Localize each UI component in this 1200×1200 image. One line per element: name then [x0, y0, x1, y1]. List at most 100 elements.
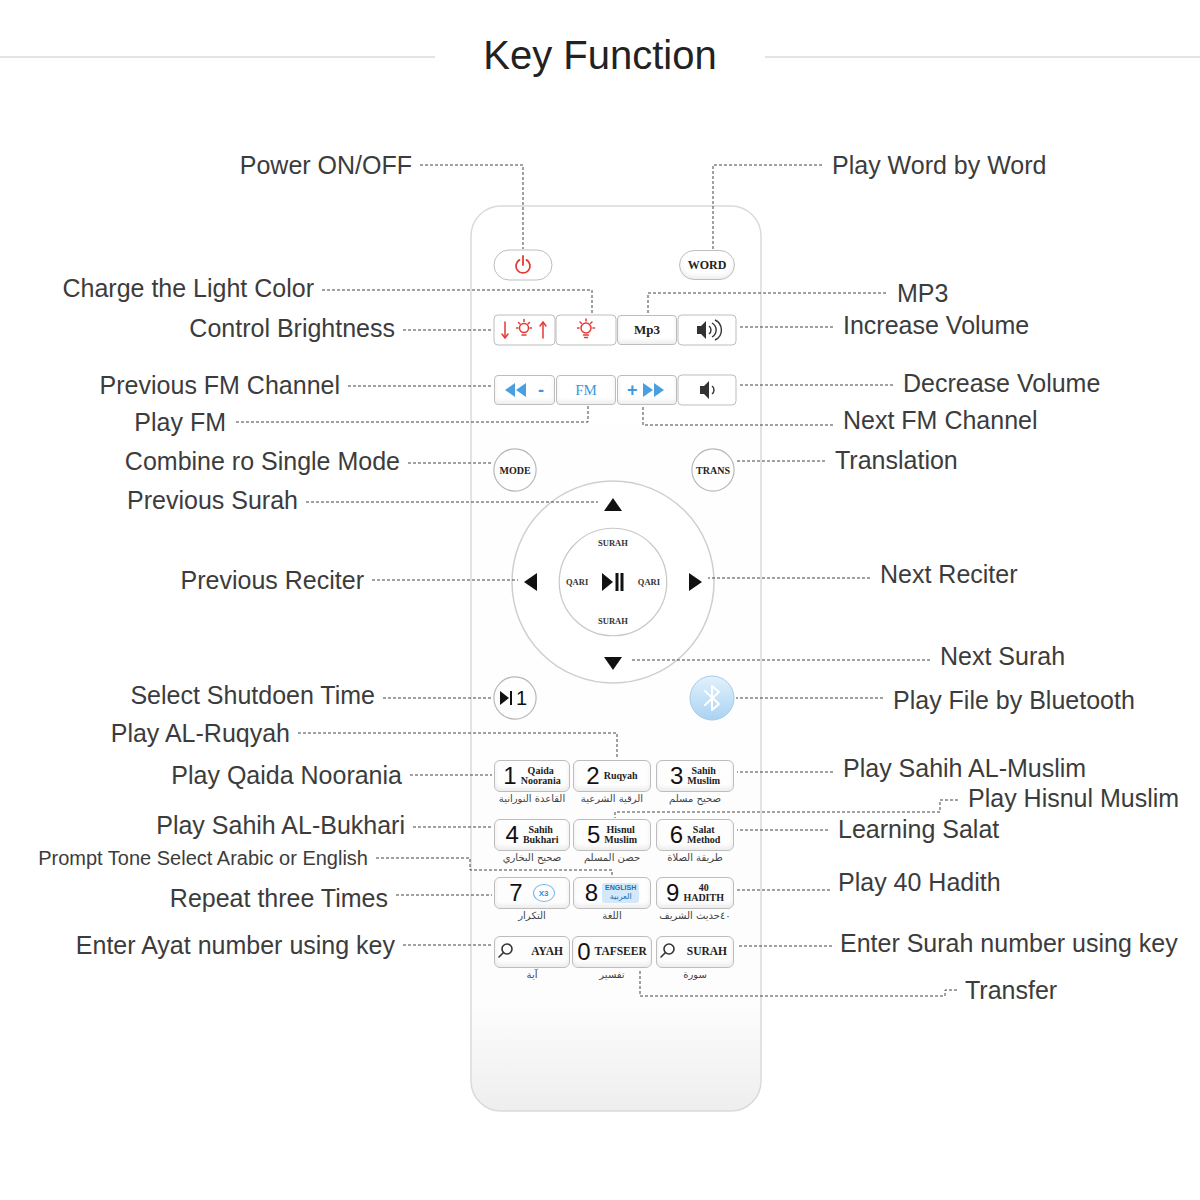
title-rule — [0, 57, 435, 58]
key-number: 8 — [585, 881, 598, 905]
dpad-label: SURAH — [598, 539, 628, 548]
arabic-caption: سورة — [683, 969, 707, 981]
remote-button: 0TAFSEERتفسير — [572, 936, 652, 968]
callout-label: Previous Surah — [127, 485, 298, 515]
remote-button: 5Hisnul Muslimحصن المسلم — [573, 819, 651, 851]
callout-label: Charge the Light Color — [62, 273, 314, 303]
volume-down-button — [678, 375, 736, 405]
button-label: - — [538, 381, 544, 399]
button-label: MODE — [499, 465, 530, 476]
arabic-caption: حصن المسلم — [584, 852, 640, 864]
arabic-caption: القاعدة النورانية — [499, 793, 565, 805]
language-badge: ENGLISHالعربية — [602, 883, 639, 902]
button-face: 3Sahih Muslim — [670, 764, 720, 788]
key-label: Sahih Muslim — [687, 766, 720, 787]
button-label: TRANS — [696, 465, 730, 476]
remote-button: + — [617, 375, 677, 405]
arabic-caption: تفسير — [599, 969, 624, 981]
dpad-label: QARI — [638, 578, 660, 587]
callout-label: Control Brightness — [189, 313, 395, 343]
key-number: 0 — [577, 940, 590, 964]
remote-button: 8ENGLISHالعربيةاللغة — [573, 877, 651, 909]
key-label: SURAH — [687, 946, 727, 958]
title-rule — [765, 57, 1200, 58]
callout-label: Select Shutdoen Time — [130, 680, 375, 710]
arabic-caption: صحيح مسلم — [669, 793, 721, 805]
key-number: 9 — [666, 881, 679, 905]
callout-label: Play 40 Hadith — [838, 867, 1001, 897]
remote-button: 1Qaida Nooraniaالقاعدة النورانية — [494, 760, 570, 792]
button-face: 1 — [516, 688, 527, 708]
key-number: 3 — [670, 764, 683, 788]
button-label: FM — [575, 382, 597, 399]
callout-label: Translation — [835, 445, 958, 475]
key-label: Sahih Bukhari — [523, 825, 559, 846]
arabic-caption: الرقية الشرعية — [581, 793, 643, 805]
callout-label: Play AL-Ruqyah — [111, 718, 290, 748]
button-outline — [493, 676, 537, 720]
remote-button: 4Sahih Bukhariصحيح البخاري — [494, 819, 570, 851]
button-face: MODE — [499, 465, 530, 476]
arabic-caption: اللغة — [602, 910, 621, 922]
callout-label: Next Surah — [940, 641, 1065, 671]
button-face: Mp3 — [634, 322, 660, 338]
button-outline-circle — [559, 528, 667, 636]
key-number: 6 — [670, 823, 683, 847]
callout-label: Power ON/OFF — [240, 150, 412, 180]
key-number: 7 — [509, 881, 522, 905]
power-button — [494, 250, 552, 280]
remote-button: WORD — [679, 250, 735, 280]
callout-label: Repeat three Times — [170, 883, 388, 913]
callout-label: Previous Reciter — [181, 565, 364, 595]
callout-label: Previous FM Channel — [100, 370, 340, 400]
button-label: Mp3 — [634, 322, 660, 338]
remote-button: - — [494, 375, 555, 405]
repeat-badge: X3 — [533, 884, 555, 902]
callout-label: Play Qaida Noorania — [171, 760, 402, 790]
volume-up-button — [678, 315, 736, 345]
key-label: Qaida Noorania — [521, 766, 561, 787]
arabic-caption: صحيح البخاري — [503, 852, 562, 864]
button-face: - — [538, 381, 544, 399]
remote-button: SURAHسورة — [656, 936, 734, 968]
button-face: FM — [575, 382, 597, 399]
callout-label: Play Word by Word — [832, 150, 1046, 180]
remote-button: 6Salat Methodطريقة الصلاة — [656, 819, 734, 851]
callout-label: Play Sahih AL-Muslim — [843, 753, 1086, 783]
button-face: 7 X3 — [509, 881, 554, 905]
remote-button: 2Ruqyahالرقية الشرعية — [573, 760, 651, 792]
key-number: 5 — [587, 823, 600, 847]
button-face: + — [627, 381, 638, 399]
callout-label: Next Reciter — [880, 559, 1018, 589]
callout-label: Play Hisnul Muslim — [968, 783, 1179, 813]
button-face: 8ENGLISHالعربية — [585, 881, 639, 905]
key-label: Salat Method — [687, 825, 720, 846]
dpad-label: SURAH — [598, 617, 628, 626]
remote-button: 3Sahih Muslimصحيح مسلم — [656, 760, 734, 792]
button-face: SURAH — [687, 946, 727, 958]
key-label: Hisnul Muslim — [604, 825, 637, 846]
button-face: 5Hisnul Muslim — [587, 823, 637, 847]
callout-label: Play Sahih AL-Bukhari — [156, 810, 405, 840]
direction-pad — [512, 481, 714, 683]
key-label: 40 HADITH — [683, 883, 724, 904]
button-face: 6Salat Method — [670, 823, 721, 847]
remote-button: MODE — [493, 448, 537, 492]
remote-button: FM — [556, 375, 616, 405]
button-face: 2Ruqyah — [586, 764, 637, 788]
remote-button: 1 — [493, 676, 537, 720]
callout-label: Combine ro Single Mode — [125, 446, 400, 476]
callout-label: Enter Surah number using key — [840, 928, 1178, 958]
key-label: AYAH — [531, 946, 563, 958]
button-face: 940 HADITH — [666, 881, 724, 905]
button-outline-circle — [494, 449, 536, 491]
remote-button: TRANS — [691, 448, 735, 492]
key-label: Ruqyah — [604, 771, 638, 782]
remote-button: Mp3 — [617, 315, 677, 345]
button-outline-circle — [494, 677, 536, 719]
callout-label: Increase Volume — [843, 310, 1029, 340]
button-label: 1 — [516, 688, 527, 708]
shutdown-timer-icon — [500, 691, 512, 705]
